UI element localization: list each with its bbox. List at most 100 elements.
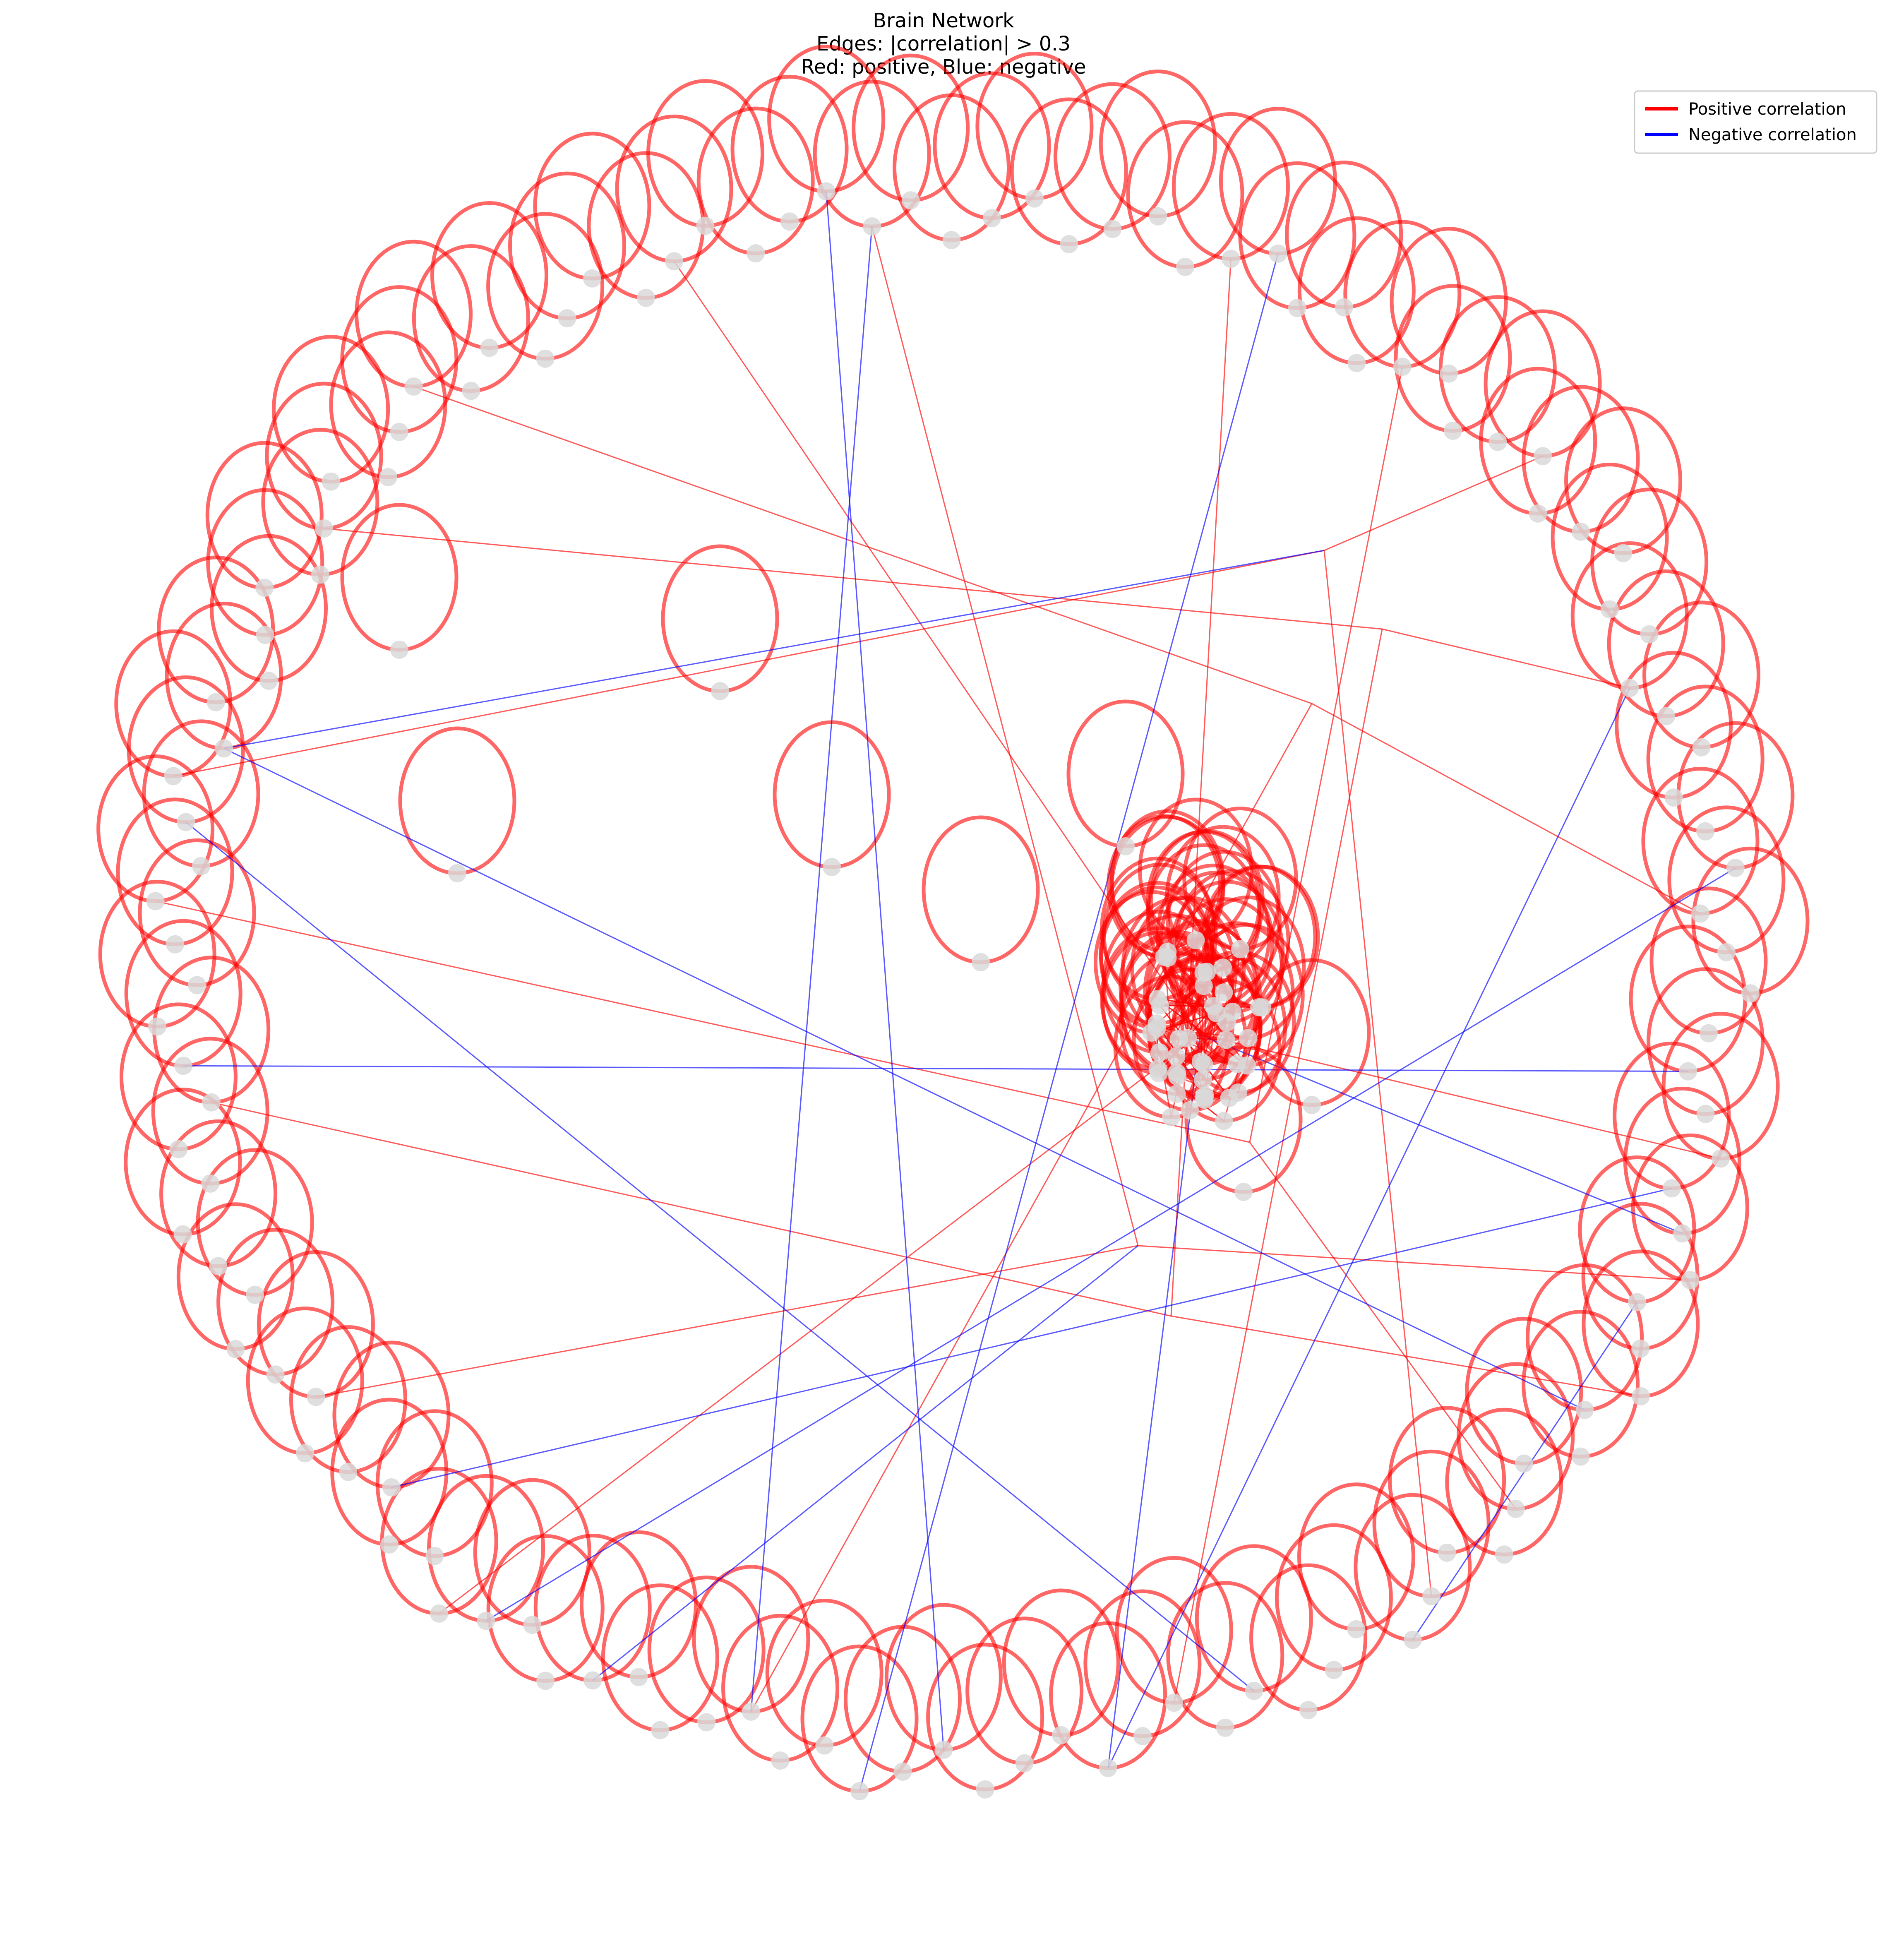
network-node (201, 1174, 220, 1193)
positive-edge (1249, 366, 1403, 1143)
negative-edge (223, 550, 1325, 749)
network-node (1245, 1681, 1263, 1700)
network-node (1741, 984, 1760, 1003)
network-node (146, 892, 165, 910)
network-node (1186, 931, 1205, 949)
network-node (311, 565, 329, 584)
network-node (1150, 1064, 1168, 1083)
negative-edge (750, 226, 873, 1712)
legend: Positive correlation Negative correlatio… (1634, 90, 1877, 154)
network-node (1495, 1545, 1513, 1564)
positive-edge (1382, 628, 1630, 689)
network-node (636, 288, 655, 307)
network-node (206, 693, 225, 711)
network-node (382, 1478, 401, 1497)
network-node (1422, 1587, 1441, 1606)
positive-edge (211, 1102, 1172, 1317)
network-node (1621, 679, 1639, 697)
network-node (164, 767, 182, 785)
network-node (976, 1780, 994, 1799)
network-node (1195, 1055, 1213, 1074)
network-node (1529, 504, 1547, 523)
network-node (536, 349, 555, 368)
network-node (934, 1740, 953, 1759)
network-node (1335, 298, 1353, 317)
network-node (1726, 859, 1745, 877)
network-node (1438, 1543, 1456, 1562)
network-node (169, 1140, 188, 1158)
network-node (1662, 1179, 1681, 1198)
legend-label-positive: Positive correlation (1688, 100, 1846, 119)
network-node (177, 813, 195, 831)
network-node (1194, 977, 1213, 995)
network-node (266, 1365, 285, 1384)
network-node (1712, 1149, 1730, 1168)
network-node (480, 339, 499, 357)
network-node (255, 579, 274, 597)
network-node (1575, 1400, 1594, 1419)
network-node (1025, 189, 1044, 208)
network-node (823, 858, 841, 876)
title-line-1: Brain Network (873, 9, 1014, 32)
network-node (1229, 1083, 1247, 1102)
node-layer (146, 182, 1760, 1801)
network-node (1216, 1718, 1234, 1737)
network-node (1194, 963, 1213, 982)
network-node (307, 1388, 325, 1406)
legend-box (1634, 90, 1877, 154)
network-node (202, 1093, 221, 1112)
network-node (425, 1547, 444, 1565)
network-node (1155, 947, 1174, 966)
network-node (536, 1672, 555, 1690)
network-node (817, 182, 835, 201)
positive-edge (413, 386, 1312, 704)
network-node (314, 519, 333, 538)
negative-edge (391, 1187, 1672, 1488)
network-node (296, 1444, 314, 1463)
network-node (583, 1671, 602, 1690)
network-node (1403, 1631, 1422, 1649)
network-node (1099, 1759, 1117, 1777)
network-node (1015, 1754, 1034, 1773)
network-node (339, 1463, 358, 1481)
network-node (1657, 707, 1676, 725)
network-node (1571, 1447, 1590, 1466)
network-node (1699, 1024, 1718, 1042)
network-node (1628, 1293, 1647, 1311)
positive-edge (1170, 259, 1232, 1316)
network-node (1303, 1096, 1321, 1114)
network-node (1440, 364, 1458, 383)
network-node (1148, 1019, 1166, 1038)
network-node (780, 212, 799, 231)
network-node (972, 953, 990, 971)
network-node (148, 1017, 167, 1036)
network-node (747, 244, 765, 263)
network-node (1234, 1183, 1253, 1201)
network-node (390, 641, 408, 659)
network-node (1167, 1085, 1186, 1103)
network-node (696, 216, 715, 235)
network-node (1176, 257, 1195, 276)
network-node (1269, 244, 1287, 263)
negative-edge (485, 867, 1736, 1621)
network-node (1696, 1105, 1715, 1123)
positive-edge (1324, 455, 1543, 551)
positive-edge (871, 226, 1139, 1246)
network-node (1215, 983, 1233, 1002)
network-node (379, 468, 398, 486)
network-node (380, 1535, 399, 1554)
network-node (651, 1721, 670, 1739)
negative-edge (826, 191, 944, 1750)
network-node (173, 1225, 192, 1244)
network-node (1060, 235, 1078, 253)
negative-edge (592, 1245, 1138, 1681)
network-node (1179, 1029, 1197, 1047)
network-node (1151, 996, 1169, 1015)
network-node (1167, 1063, 1186, 1082)
network-node (1347, 1620, 1366, 1638)
negative-edge (1107, 687, 1630, 1768)
network-node (1691, 904, 1709, 923)
network-node (901, 191, 920, 210)
network-node (1679, 1062, 1697, 1081)
